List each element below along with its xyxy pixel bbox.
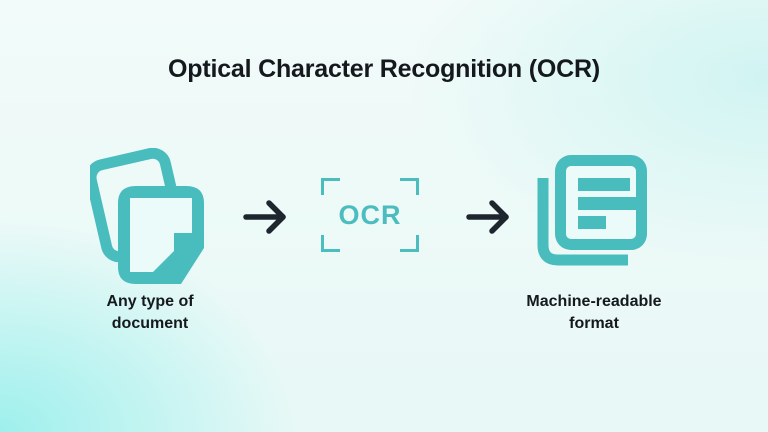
frame-corner-top-left (321, 178, 340, 195)
right-arrow-icon (243, 198, 289, 236)
text-line-3 (578, 216, 606, 229)
right-arrow-icon (466, 198, 512, 236)
machine-readable-document-icon (528, 152, 652, 282)
front-page-face-shape (130, 198, 192, 272)
frame-corner-top-right (400, 178, 419, 195)
frame-corner-bottom-left (321, 235, 340, 252)
back-page-shape (537, 178, 628, 266)
frame-corner-bottom-right (400, 235, 419, 252)
output-caption: Machine-readable format (526, 293, 662, 332)
page-title: Optical Character Recognition (OCR) (168, 55, 600, 83)
input-caption: Any type of document (106, 293, 194, 332)
scan-frame-icon: OCR (321, 178, 419, 252)
text-line-1 (578, 178, 630, 191)
document-stack-icon (90, 148, 212, 286)
text-line-2 (578, 197, 636, 210)
ocr-label: OCR (338, 199, 402, 230)
